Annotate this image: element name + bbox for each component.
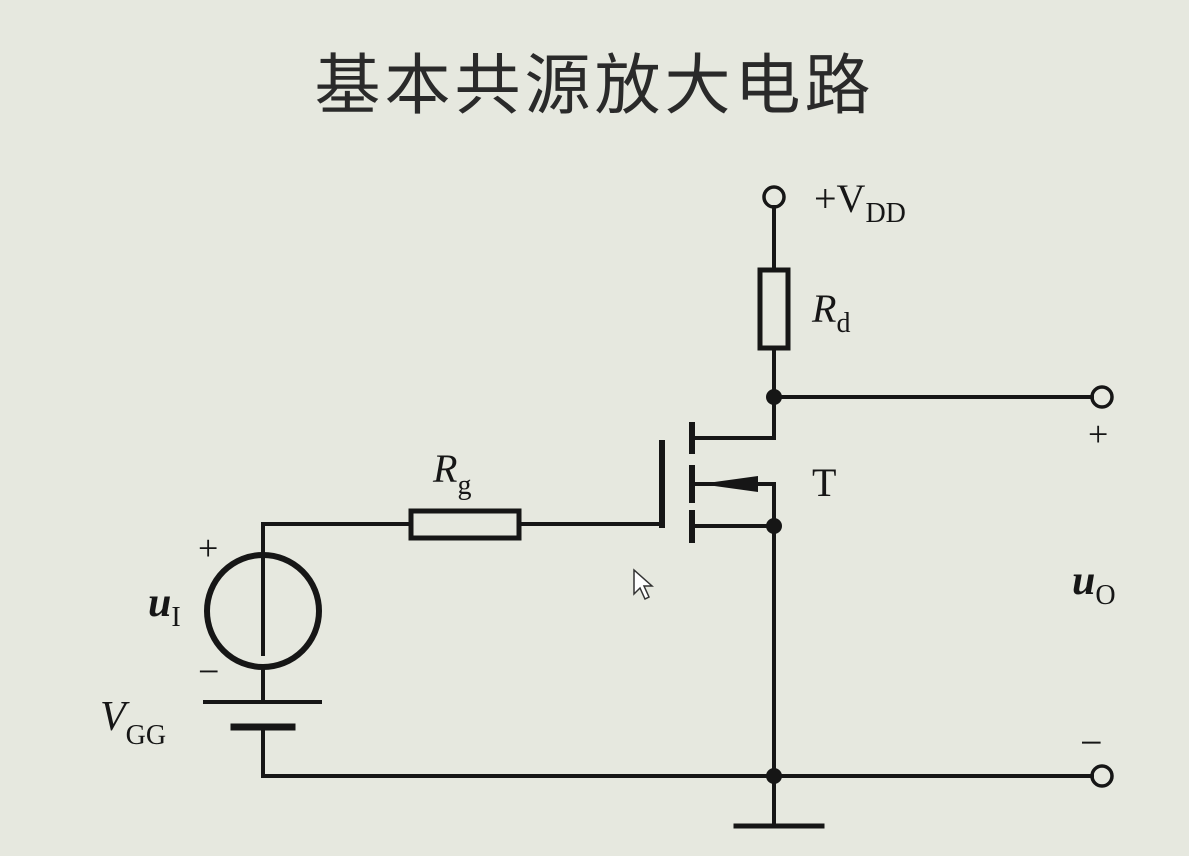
- source-junction: [766, 518, 782, 534]
- rg-label: Rg: [432, 446, 471, 501]
- slide-title: 基本共源放大电路: [314, 47, 875, 124]
- rg-resistor: [408, 508, 522, 541]
- mouse-pointer-icon: [633, 568, 654, 601]
- output-plus-label: +: [1088, 414, 1108, 454]
- mosfet-arrow: [700, 476, 758, 492]
- rd-label: Rd: [811, 286, 850, 339]
- vdd-terminal: [762, 185, 786, 209]
- uo-label: uO: [1072, 558, 1116, 611]
- source-plus-label: +: [198, 528, 218, 568]
- ui-label: uI: [148, 580, 181, 633]
- source-minus-label: −: [198, 651, 219, 693]
- ground-junction: [766, 768, 782, 784]
- output-minus-label: −: [1080, 720, 1103, 765]
- drain-junction: [766, 389, 782, 405]
- vgg-label: VGG: [100, 694, 166, 751]
- output-plus-terminal: [1090, 385, 1114, 409]
- rd-resistor: [757, 267, 791, 351]
- transistor-label: T: [812, 460, 836, 505]
- vdd-label: +VDD: [814, 176, 906, 229]
- output-minus-terminal: [1090, 764, 1114, 788]
